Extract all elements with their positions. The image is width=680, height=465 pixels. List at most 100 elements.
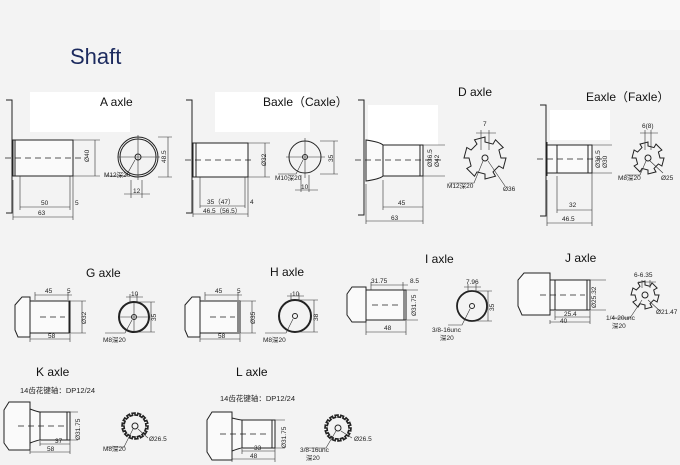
dim: 50 bbox=[41, 200, 49, 207]
dim: 48.5 bbox=[161, 150, 168, 163]
dim: Ø31.75 bbox=[75, 418, 82, 440]
axle-g-label: G axle bbox=[86, 266, 121, 280]
spline-end-view-d bbox=[463, 136, 507, 180]
dim: Ø32 bbox=[81, 311, 88, 324]
dim: 37 bbox=[55, 438, 63, 445]
axle-e-label: Eaxle（Faxle） bbox=[586, 90, 669, 104]
axle-h-label: H axle bbox=[270, 265, 304, 279]
spline-end-view-l bbox=[324, 414, 352, 442]
dim: 深20 bbox=[440, 333, 454, 342]
dim: 38 bbox=[313, 313, 320, 321]
dim: Ø31.75 bbox=[411, 294, 418, 316]
background-patch bbox=[550, 110, 610, 140]
dim: 6(8) bbox=[642, 123, 654, 130]
dim: M10深20 bbox=[275, 173, 302, 182]
axle-l-label: L axle bbox=[236, 365, 268, 379]
dim: Ø35 bbox=[250, 311, 257, 324]
dim: Ø30 bbox=[602, 155, 609, 168]
dim: 58 bbox=[218, 333, 226, 340]
axle-l-drawing bbox=[206, 411, 353, 462]
dim: Ø25 bbox=[661, 175, 674, 182]
axle-a-label: A axle bbox=[100, 95, 133, 109]
axle-e-drawing bbox=[537, 104, 665, 226]
dim: M12深20 bbox=[447, 181, 474, 190]
dim: 12 bbox=[133, 188, 141, 195]
dim: 25.4 bbox=[564, 311, 577, 318]
axle-j-label: J axle bbox=[565, 251, 597, 265]
axle-b-label: Baxle（Caxle） bbox=[263, 95, 348, 109]
dim: 32 bbox=[569, 202, 577, 209]
dim: 5 bbox=[237, 288, 241, 295]
dim: 63 bbox=[38, 210, 46, 217]
axle-k-label: K axle bbox=[36, 365, 70, 379]
dim: 10 bbox=[131, 291, 139, 298]
spline-outline bbox=[630, 280, 660, 310]
axle-j-drawing bbox=[517, 272, 661, 324]
axle-l-note: 14齿花键轴：DP12/24 bbox=[220, 393, 295, 403]
spline-end-view-j bbox=[630, 280, 660, 310]
dim: 35（47） bbox=[207, 198, 234, 206]
dim: Ø36.5 bbox=[595, 150, 602, 168]
dim: 深20 bbox=[612, 321, 626, 330]
spline-outline bbox=[121, 412, 149, 440]
dim: Ø32 bbox=[261, 153, 268, 166]
spline-end-view-e bbox=[631, 141, 665, 175]
axle-d-drawing bbox=[355, 99, 507, 224]
dim: 46.5（56.5） bbox=[203, 207, 241, 215]
dim: 40 bbox=[560, 318, 568, 325]
dim: Ø42 bbox=[434, 154, 441, 167]
axle-k-drawing bbox=[3, 401, 149, 454]
dim: 45 bbox=[215, 288, 223, 295]
dim: M8深20 bbox=[263, 335, 286, 344]
dim: 58 bbox=[47, 446, 55, 453]
dim: 10 bbox=[292, 291, 300, 298]
tapped-hole bbox=[481, 154, 489, 162]
tapped-hole bbox=[641, 291, 649, 299]
dim: Ø40 bbox=[84, 149, 91, 162]
dim: Ø26.5 bbox=[354, 436, 372, 443]
background-patch bbox=[30, 92, 130, 132]
dim: 5 bbox=[75, 200, 79, 207]
dim: 7.96 bbox=[466, 279, 479, 286]
dim: 48 bbox=[250, 453, 258, 460]
axle-h-drawing bbox=[184, 292, 318, 342]
axle-d-label: D axle bbox=[458, 85, 492, 99]
dim: Ø26.5 bbox=[149, 436, 167, 443]
dim: 3/8-16unc bbox=[432, 327, 462, 334]
dim: 35 bbox=[328, 154, 335, 162]
axle-a-drawing bbox=[5, 99, 172, 220]
dim: 4 bbox=[250, 199, 254, 206]
background-patch bbox=[380, 0, 680, 30]
axle-i-drawing bbox=[346, 282, 492, 335]
axle-i-label: I axle bbox=[425, 252, 454, 266]
dim: Ø31.75 bbox=[281, 426, 288, 448]
dim: 48 bbox=[384, 325, 392, 332]
dim: 深20 bbox=[306, 453, 320, 462]
page-title: Shaft bbox=[70, 44, 121, 69]
dim: 5 bbox=[67, 288, 71, 295]
dim: 3/8-16unc bbox=[300, 447, 330, 454]
dim: M8深20 bbox=[103, 444, 126, 453]
background-patch bbox=[215, 92, 310, 132]
dim: 10 bbox=[301, 184, 309, 191]
dim: M8深20 bbox=[618, 173, 641, 182]
dim: 63 bbox=[391, 215, 399, 222]
dim: Ø36 bbox=[503, 186, 516, 193]
dim: 31.75 bbox=[371, 278, 388, 285]
spline-outline bbox=[463, 136, 507, 180]
dim: Ø21.47 bbox=[656, 309, 678, 316]
tapped-hole bbox=[644, 154, 652, 162]
dim: 33 bbox=[254, 445, 262, 452]
spline-outline bbox=[631, 141, 665, 175]
dim: 7 bbox=[483, 121, 487, 128]
dim: 46.5 bbox=[562, 216, 575, 223]
dim: 8.5 bbox=[410, 278, 419, 285]
dim: 35 bbox=[489, 303, 496, 311]
dim: 1/4-20unc bbox=[606, 315, 636, 322]
dim: 45 bbox=[398, 200, 406, 207]
dim: M8深20 bbox=[103, 335, 126, 344]
axle-g-drawing bbox=[14, 292, 155, 342]
dim: M12深20 bbox=[104, 170, 131, 179]
tapped-hole bbox=[131, 422, 139, 430]
